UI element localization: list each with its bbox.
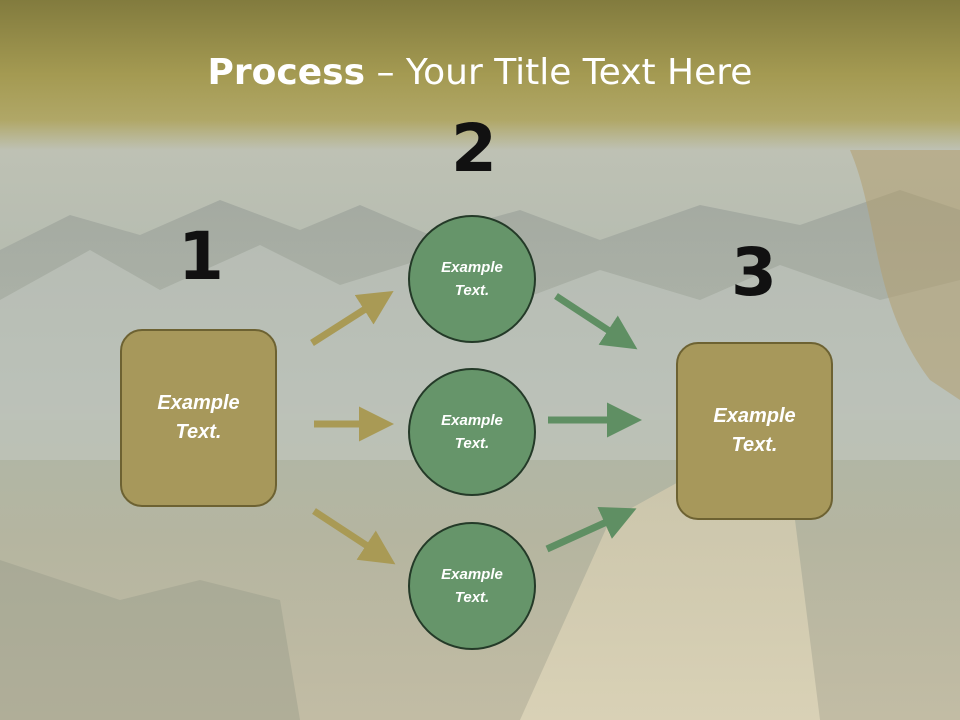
circle-3-text: Example Text.	[441, 565, 503, 606]
step-number-1: 1	[178, 218, 224, 295]
title-rest: – Your Title Text Here	[365, 52, 753, 93]
circle-1-text: Example Text.	[441, 258, 503, 299]
title-bold: Process	[207, 52, 366, 93]
circle-2: Example Text.	[408, 368, 536, 496]
circle-1: Example Text.	[408, 215, 536, 343]
arrow-from-circle-3	[545, 506, 637, 553]
title-band	[0, 0, 960, 150]
circle-2-text: Example Text.	[441, 411, 503, 452]
circle-3: Example Text.	[408, 522, 536, 650]
right-box-text: Example Text.	[713, 405, 796, 456]
slide-title: Process – Your Title Text Here	[0, 52, 960, 93]
arrow-from-circle-1	[554, 293, 638, 350]
left-box-text: Example Text.	[157, 392, 240, 443]
step-number-3: 3	[731, 234, 777, 311]
step-number-2: 2	[451, 110, 497, 187]
arrow-to-circle-3	[312, 508, 396, 565]
arrow-to-circle-1	[310, 290, 394, 346]
left-box: Example Text.	[120, 329, 277, 507]
right-box: Example Text.	[676, 342, 833, 520]
